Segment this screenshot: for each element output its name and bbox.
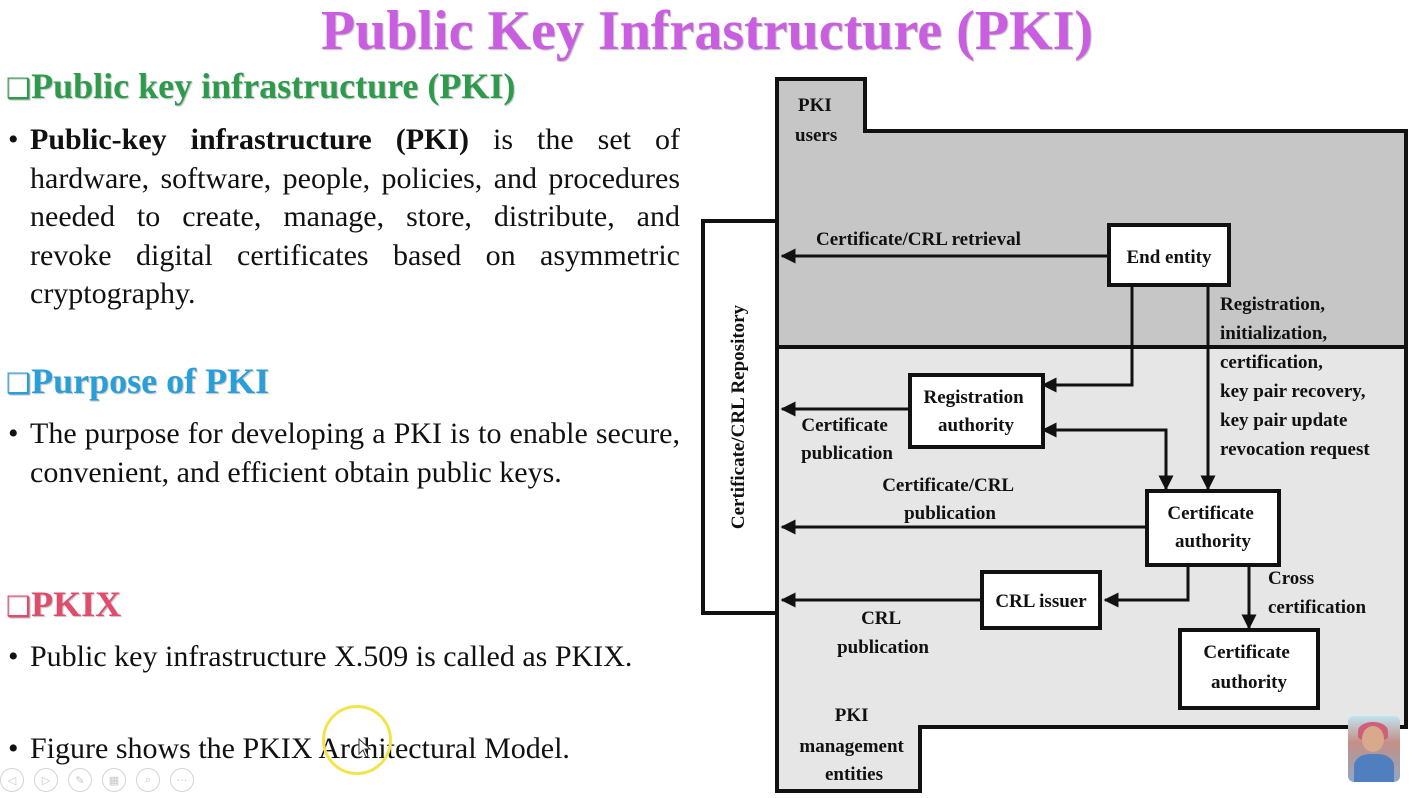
registration-authority-node xyxy=(908,373,1045,449)
retrieval-label: Certificate/CRL retrieval xyxy=(816,229,1021,250)
bullet-dot-icon: • xyxy=(8,640,19,673)
bullet-bold-term: Public-key infrastructure (PKI) xyxy=(30,123,470,156)
section-heading-pki: ❑Public key infrastructure (PKI) xyxy=(6,66,515,109)
checkbox-bullet-icon: ❑ xyxy=(6,72,32,105)
crl-publication-label: CRL publication xyxy=(837,608,929,658)
certificate-authority-2-node xyxy=(1178,628,1320,710)
arrow-ca-to-crl-issuer xyxy=(1103,565,1190,608)
management-functions-label: Registration, initialization, certificat… xyxy=(1220,294,1370,460)
section-heading-text: Public key infrastructure (PKI) xyxy=(31,66,516,106)
arrow-end-entity-to-ra xyxy=(1041,285,1134,393)
bullet-dot-icon: • xyxy=(8,417,19,450)
checkbox-bullet-icon: ❑ xyxy=(6,367,32,400)
checkbox-bullet-icon: ❑ xyxy=(6,590,32,623)
pki-users-label: PKI users xyxy=(795,95,837,146)
cross-certification-label: Cross certification xyxy=(1268,568,1367,618)
arrow-ra-ca-link xyxy=(1041,422,1174,491)
mouse-pointer-icon xyxy=(358,738,372,758)
see-all-slides-icon[interactable]: ▦ xyxy=(102,768,126,792)
next-slide-icon[interactable]: ▷ xyxy=(34,768,58,792)
presenter-webcam-thumbnail xyxy=(1348,716,1400,782)
certificate-authority-node xyxy=(1145,489,1281,567)
section-heading-pkix: ❑PKIX xyxy=(6,584,121,627)
section-heading-purpose: ❑Purpose of PKI xyxy=(6,361,269,404)
bullet-pki-definition: • Public-key infrastructure (PKI) is the… xyxy=(8,121,680,314)
certificate-authority-label: Certificate authority xyxy=(1167,503,1258,552)
end-entity-label: End entity xyxy=(1127,247,1212,268)
repository-box xyxy=(701,219,779,615)
bullet-figure-note: • Figure shows the PKIX Architectural Mo… xyxy=(8,730,680,769)
pen-icon[interactable]: ✎ xyxy=(68,768,92,792)
cert-crl-publication-label: Certificate/CRL publication xyxy=(882,475,1018,524)
bullet-text: The purpose for developing a PKI is to e… xyxy=(30,417,680,489)
section-heading-text: Purpose of PKI xyxy=(31,361,270,401)
registration-authority-label: Registration authority xyxy=(923,387,1028,436)
slide-title: Public Key Infrastructure (PKI) xyxy=(321,0,1093,62)
bullet-dot-icon: • xyxy=(8,123,19,156)
bullet-purpose: • The purpose for developing a PKI is to… xyxy=(8,415,680,492)
pkix-architecture-diagram: PKI users Certificate/CRL Repository PKI… xyxy=(700,75,1414,798)
bullet-dot-icon: • xyxy=(8,732,19,765)
bullet-pkix-definition: • Public key infrastructure X.509 is cal… xyxy=(8,638,680,677)
slideshow-controls: ◁ ▷ ✎ ▦ ⌕ ··· xyxy=(0,768,194,794)
repository-label: Certificate/CRL Repository xyxy=(728,304,749,529)
zoom-icon[interactable]: ⌕ xyxy=(136,768,160,792)
pki-management-label: PKI management entities xyxy=(799,705,908,785)
cert-publication-label: Certificate publication xyxy=(801,415,893,464)
bullet-text: Figure shows the PKIX Architectural Mode… xyxy=(30,732,570,765)
crl-issuer-label: CRL issuer xyxy=(995,591,1087,612)
previous-slide-icon[interactable]: ◁ xyxy=(0,768,24,792)
section-heading-text: PKIX xyxy=(31,584,122,624)
certificate-authority-2-label: Certificate authority xyxy=(1203,642,1294,693)
cursor-highlight-ring xyxy=(322,705,392,775)
end-entity-node xyxy=(1107,223,1231,287)
more-options-icon[interactable]: ··· xyxy=(170,768,194,792)
bullet-body: is the set of hardware, software, people… xyxy=(30,123,680,310)
crl-issuer-node xyxy=(980,570,1102,630)
bullet-text: Public-key infrastructure (PKI) is the s… xyxy=(30,121,680,314)
bullet-text: Public key infrastructure X.509 is calle… xyxy=(30,640,633,673)
